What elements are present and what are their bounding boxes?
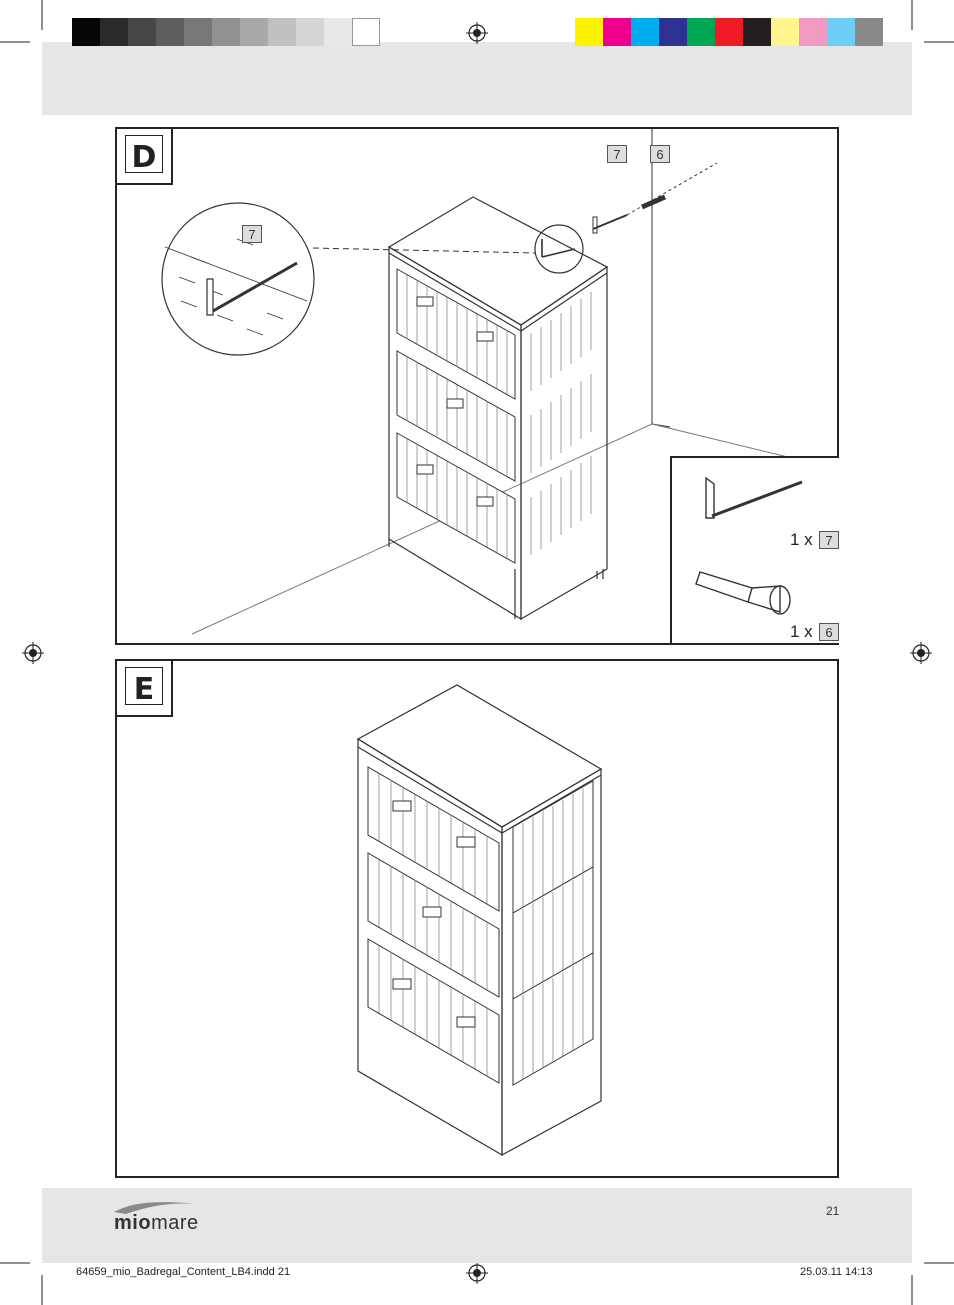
color-swatch: [799, 18, 827, 46]
color-swatch: [855, 18, 883, 46]
gray-swatch: [352, 18, 380, 46]
step-d-panel: D: [115, 127, 839, 645]
color-swatch: [659, 18, 687, 46]
header-band: [42, 42, 912, 115]
screw-hook-icon: [705, 476, 803, 519]
step-d-label: D: [131, 140, 157, 175]
color-swatch: [575, 18, 603, 46]
registration-mark-icon: [22, 642, 44, 664]
legend-part-number: 6: [819, 623, 839, 641]
registration-mark-icon: [466, 22, 488, 44]
color-swatch: [687, 18, 715, 46]
color-swatch: [827, 18, 855, 46]
gray-swatch: [212, 18, 240, 46]
color-swatch: [603, 18, 631, 46]
legend-qty: 1 x: [790, 622, 813, 641]
gray-swatch: [100, 18, 128, 46]
registration-mark-icon: [910, 642, 932, 664]
top-part-number-7: 7: [607, 145, 627, 163]
color-swatch: [771, 18, 799, 46]
brand-logo-regular: mare: [151, 1212, 199, 1234]
color-swatch: [743, 18, 771, 46]
gray-swatch: [156, 18, 184, 46]
registration-mark-icon: [466, 1262, 488, 1284]
brand-logo-bold: mio: [114, 1212, 152, 1234]
legend-item-wall-plug: 1 x 6: [670, 550, 839, 643]
gray-swatch: [184, 18, 212, 46]
brand-swoosh-icon: [114, 1202, 198, 1214]
page-number: 21: [826, 1204, 840, 1218]
print-datetime: 25.03.11 14:13: [800, 1266, 873, 1278]
legend-part-number: 7: [819, 531, 839, 549]
gray-swatch: [72, 18, 100, 46]
step-d-illustration: [161, 129, 837, 635]
top-part-number-6: 6: [650, 145, 670, 163]
file-info: 64659_mio_Badregal_Content_LB4.indd 21: [76, 1266, 291, 1278]
step-d-label-box: D: [117, 129, 173, 185]
step-e-label: E: [133, 672, 155, 707]
step-e-panel: E: [115, 659, 839, 1178]
brand-logo: miomare: [114, 1212, 199, 1235]
color-swatch: [631, 18, 659, 46]
color-swatch: [715, 18, 743, 46]
wall-plug-icon: [695, 571, 791, 615]
gray-swatch: [128, 18, 156, 46]
step-e-label-box: E: [117, 661, 173, 717]
callout-part-number: 7: [242, 225, 262, 243]
legend-qty: 1 x: [790, 530, 813, 549]
gray-swatch: [240, 18, 268, 46]
footer-band: [42, 1188, 912, 1263]
gray-swatch: [268, 18, 296, 46]
step-e-illustration: [356, 684, 603, 1157]
legend-item-screw-hook: 1 x 7: [670, 456, 839, 552]
gray-swatch: [296, 18, 324, 46]
gray-swatch: [324, 18, 352, 46]
